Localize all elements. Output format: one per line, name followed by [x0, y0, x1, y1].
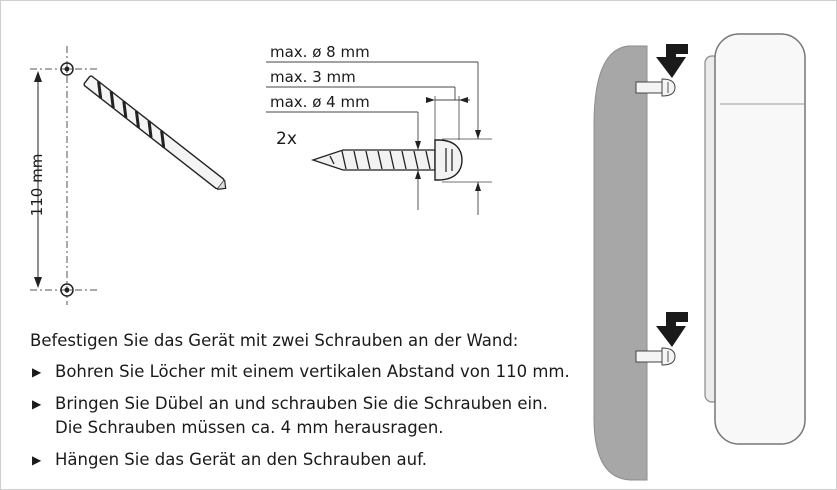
step-text: Bringen Sie Dübel an und schrauben Sie d… — [55, 394, 548, 413]
bullet-icon: ▶ — [32, 397, 42, 411]
step-item: ▶ Bringen Sie Dübel an und schrauben Sie… — [30, 392, 590, 440]
step-text: Hängen Sie das Gerät an den Schrauben au… — [55, 450, 427, 469]
step-item: ▶ Bohren Sie Löcher mit einem vertikalen… — [30, 360, 590, 384]
instructions-intro: Befestigen Sie das Gerät mit zwei Schrau… — [30, 331, 519, 350]
step-list: ▶ Bohren Sie Löcher mit einem vertikalen… — [30, 360, 590, 472]
spacing-dimension-line — [34, 71, 42, 288]
top-hang-arrow-icon — [656, 44, 688, 78]
wall-mounting-view — [593, 33, 806, 481]
instructions: Befestigen Sie das Gerät mit zwei Schrau… — [30, 330, 590, 480]
bullet-icon: ▶ — [32, 365, 42, 379]
drill-bit-icon — [83, 75, 227, 190]
step-text-continued: Die Schrauben müssen ca. 4 mm herausrage… — [55, 418, 444, 437]
bullet-icon: ▶ — [32, 453, 42, 467]
bottom-screw-icon — [635, 347, 676, 366]
head-height-label: max. 3 mm — [270, 68, 356, 86]
shaft-diameter-label: max. ø 4 mm — [270, 93, 370, 111]
head-diameter-label: max. ø 8 mm — [270, 43, 370, 61]
drill-hole-diagram: 110 mm — [28, 46, 227, 305]
screw-icon — [310, 139, 463, 181]
quantity-label: 2x — [276, 129, 297, 149]
spacing-label: 110 mm — [28, 154, 46, 217]
screw-diagram: max. ø 8 mm max. 3 mm max. ø 4 mm 2x — [266, 43, 492, 215]
step-item: ▶ Hängen Sie das Gerät an den Schrauben … — [30, 448, 590, 472]
bottom-hole-marker — [60, 283, 74, 297]
top-hole-marker — [60, 62, 74, 76]
bottom-hang-arrow-icon — [656, 312, 688, 347]
top-screw-icon — [635, 78, 676, 97]
device-housing — [704, 33, 806, 445]
step-text: Bohren Sie Löcher mit einem vertikalen A… — [55, 362, 570, 381]
wall-section — [593, 45, 648, 481]
